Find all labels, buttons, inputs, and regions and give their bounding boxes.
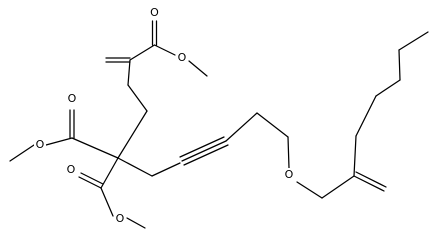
bond-left-o-methyl — [9, 144, 35, 162]
oxygen-label-upper-carbonyl: O — [150, 6, 159, 19]
bond-butyl-3 — [398, 49, 401, 81]
bond-propargyl-to-alkyne — [151, 162, 181, 177]
bond-alkene-ch2-double-b — [355, 171, 387, 188]
bond-alkyne-triple-b — [179, 136, 225, 158]
oxygen-label-upper-ester: O — [178, 51, 187, 64]
bond-lower-o-methyl — [126, 217, 146, 229]
bond-lines — [9, 20, 429, 229]
bond-upper-o-methyl — [188, 60, 208, 77]
bond-lower-carbonyl-o-double-b — [80, 172, 104, 185]
bond-alkene-ch2-double-a — [353, 175, 385, 192]
bond-lower-carbonyl-o-double-a — [78, 176, 102, 189]
bond-quaternary-to-lower-carbonyl — [100, 157, 119, 189]
bond-quaternary-to-propargyl-ch2 — [117, 157, 153, 177]
bond-lower-carbonyl-to-o — [100, 187, 114, 217]
bond-alkyne-triple-a — [181, 140, 227, 162]
oxygen-label-lower-carbonyl: O — [67, 163, 76, 176]
bond-alkyne-triple-c — [183, 144, 229, 166]
bond-upper-ester-c-o — [153, 44, 176, 56]
bond-ch2-to-ch2-ether — [256, 112, 289, 138]
oxygen-label-lower-ester: O — [116, 212, 125, 225]
oxygen-label-left-carbonyl: O — [68, 92, 77, 105]
bond-alkyne-to-ch2 — [225, 112, 258, 142]
bond-methylene-to-quaternary-c — [117, 110, 148, 159]
bond-ch2-to-ether-o — [287, 136, 290, 169]
chemical-structure-diagram: O O O O O O O — [9, 6, 429, 229]
bond-alkene-to-butyl — [353, 135, 357, 177]
atom-labels: O O O O O O O — [34, 6, 295, 226]
bond-ch2-to-alkene-c — [321, 175, 355, 199]
oxygen-label-ether: O — [285, 168, 294, 181]
bond-ether-o-to-ch2 — [296, 181, 323, 199]
bond-upper-carbonyl-to-vinyl-c — [129, 44, 156, 61]
bond-butyl-1 — [355, 95, 377, 137]
bond-butyl-4 — [398, 31, 429, 51]
bond-butyl-2 — [375, 79, 401, 97]
oxygen-label-left-ester: O — [36, 138, 45, 151]
bond-left-carbonyl-to-o — [45, 137, 73, 146]
bond-quaternary-to-left-carbonyl — [71, 137, 119, 159]
bond-vinyl-to-ch2 — [127, 59, 131, 86]
bond-ch2-to-methylene — [127, 84, 148, 112]
